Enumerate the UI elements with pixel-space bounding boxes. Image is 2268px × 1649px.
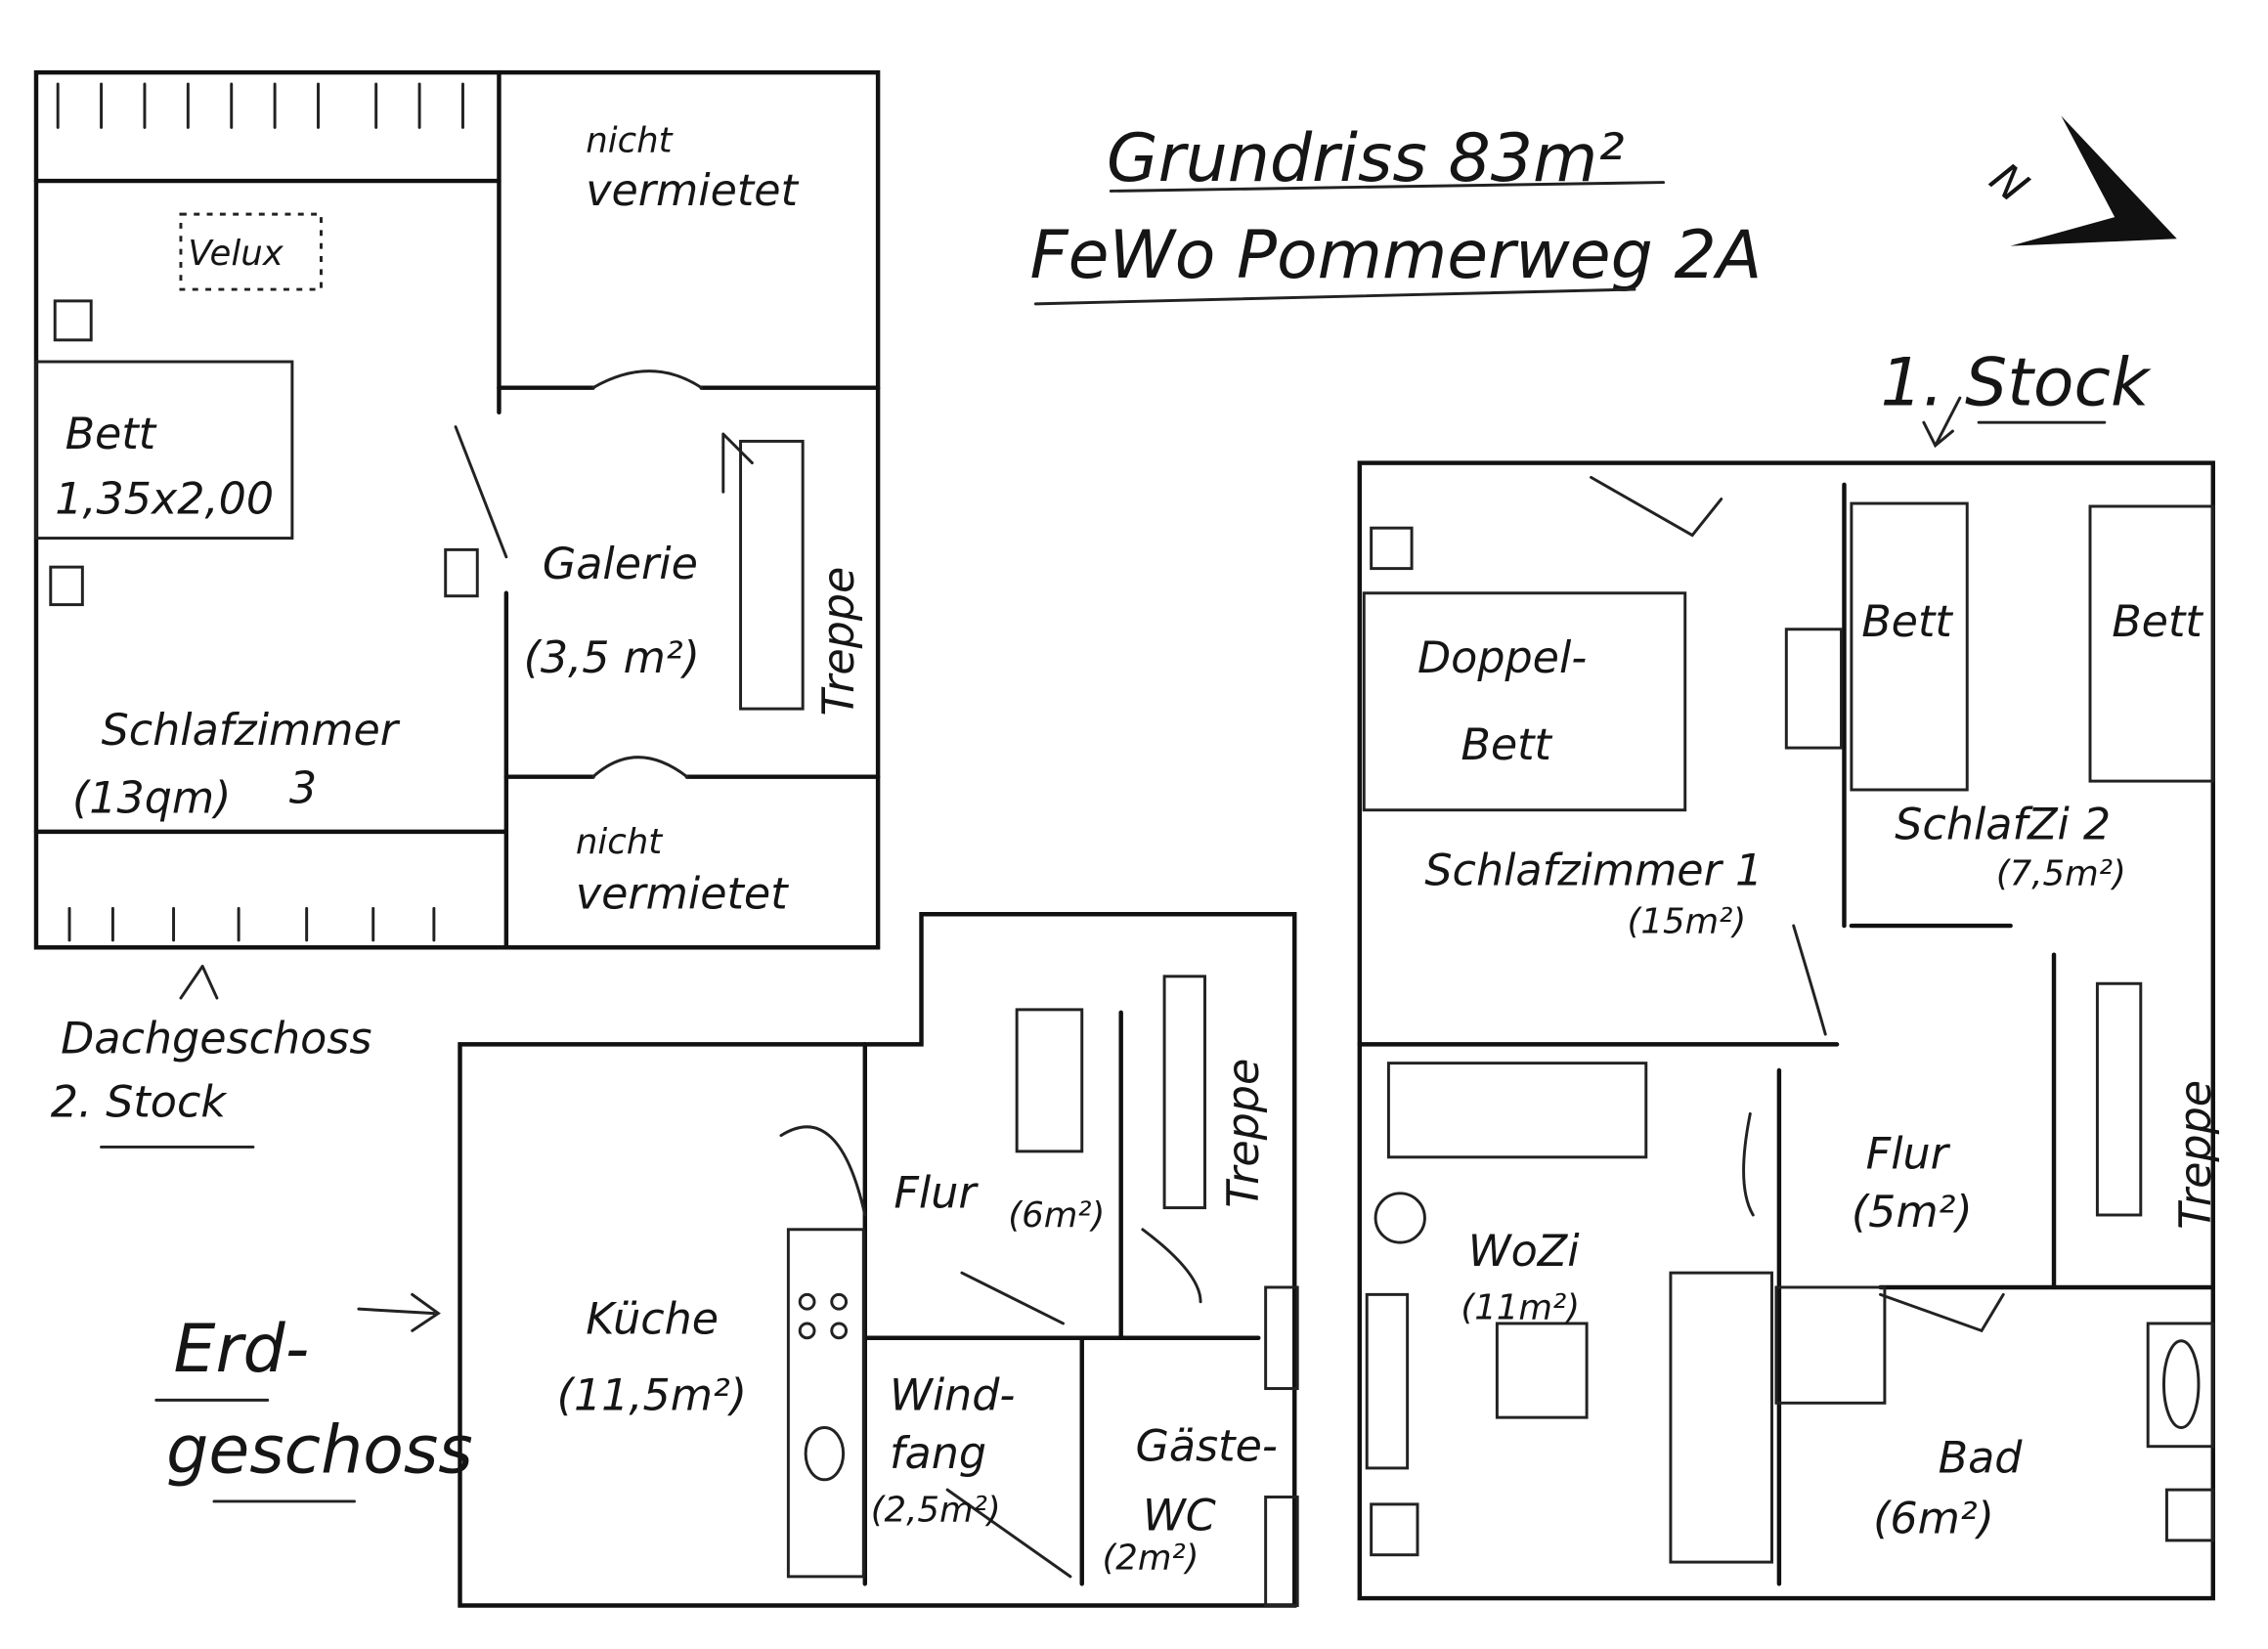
bedroom2-label: SchlafZi 2 (1895, 800, 2111, 849)
kitchen-area: (11,5m²) (557, 1371, 747, 1421)
double-bed (1362, 591, 1687, 812)
north-arrow-icon: N (1981, 115, 2177, 246)
bedroom3-area: (13qm) (72, 774, 232, 824)
bedroom3-label: Schlafzimmer (102, 706, 401, 756)
bedroom1-label: Schlafzimmer 1 (1424, 846, 1763, 896)
hall-label: Flur (1866, 1130, 1951, 1180)
gallery-label: Galerie (543, 540, 698, 589)
bedroom1-area: (15m²) (1628, 901, 1747, 941)
ground-label: Erd- (174, 1311, 310, 1388)
attic-floor-number: 2. Stock (51, 1077, 229, 1127)
first-floor-label-text: 1. Stock (1880, 344, 2151, 421)
not-rented-label: nicht (576, 822, 664, 862)
north-label: N (1981, 153, 2037, 212)
hall-label: Flur (894, 1169, 979, 1219)
not-rented-label: vermietet (576, 869, 789, 919)
ground-floor-label: Erd- geschoss (154, 1292, 473, 1503)
bed-b (2088, 504, 2215, 783)
bath-area: (6m²) (1873, 1494, 1994, 1543)
velux-window (179, 212, 323, 291)
ground-stairs (1162, 975, 1206, 1210)
stairs-label: Treppe (814, 567, 864, 716)
guest-wc-label: WC (1143, 1492, 1216, 1541)
attic-floor-label: Dachgeschoss 2. Stock (51, 965, 372, 1149)
bedroom3-number: 3 (289, 763, 317, 813)
ground-label: geschoss (166, 1411, 473, 1489)
first-floor-plan: Doppel- Bett Bett Bett Schlafzimmer 1 (1… (1357, 460, 2221, 1601)
first-floor-label: 1. Stock (1880, 344, 2152, 449)
not-rented-label: vermietet (586, 166, 799, 216)
vestibule-label: fang (890, 1429, 986, 1479)
ground-floor-plan: Küche (11,5m²) Flur (6m²) Treppe Wind- f… (458, 912, 1299, 1608)
attic-bed (34, 360, 294, 541)
vestibule-label: Wind- (890, 1371, 1016, 1421)
living-room-label: WoZi (1468, 1227, 1580, 1277)
vestibule-area: (2,5m²) (871, 1491, 1001, 1531)
bed-a-label: Bett (1861, 597, 1953, 647)
bed-b-label: Bett (2112, 597, 2203, 647)
first-stairs (2095, 981, 2143, 1217)
title-line2: FeWo Pommerweg 2A (1029, 217, 1762, 294)
kitchen-label: Küche (586, 1294, 719, 1344)
bed-label: Bett (65, 410, 157, 459)
bed-size-label: 1,35x2,00 (55, 474, 274, 524)
attic-plan: nicht vermietet Velux Bett 1,35x2,00 Gal… (33, 69, 881, 950)
guest-wc-area: (2m²) (1102, 1538, 1199, 1578)
kitchen-counter (786, 1228, 865, 1579)
bath-label: Bad (1939, 1433, 2024, 1483)
double-bed-label: Bett (1461, 720, 1552, 770)
bedroom2-area: (7,5m²) (1996, 854, 2126, 894)
hall-area: (6m²) (1008, 1195, 1105, 1236)
bed-a (1850, 501, 1969, 792)
title: Grundriss 83m² FeWo Pommerweg 2A (1029, 120, 1762, 306)
not-rented-label: nicht (586, 120, 674, 160)
gallery-area: (3,5 m²) (524, 633, 700, 683)
attic-stairs (739, 439, 805, 711)
attic-label: Dachgeschoss (61, 1014, 371, 1063)
stairs-label: Treppe (1219, 1059, 1269, 1208)
living-room-area: (11m²) (1461, 1288, 1580, 1328)
guest-wc-label: Gäste- (1135, 1422, 1277, 1472)
hall-area: (5m²) (1852, 1188, 1973, 1237)
stairs-label: Treppe (2171, 1080, 2221, 1230)
double-bed-label: Doppel- (1418, 633, 1587, 683)
velux-label: Velux (188, 234, 284, 274)
